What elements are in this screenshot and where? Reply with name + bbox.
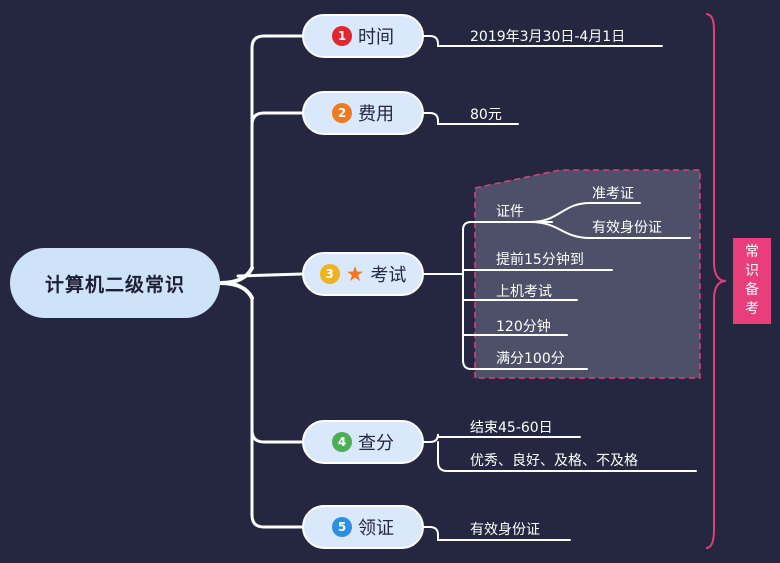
number-badge: 1 [332, 26, 352, 46]
leaf-certificate[interactable]: 证件 [496, 204, 524, 220]
number-badge: 3 [319, 264, 340, 284]
topic-exam[interactable]: 3 ★ 考试 [302, 252, 424, 296]
number-badge: 2 [332, 103, 352, 123]
leaf-score-end[interactable]: 结束45-60日 [470, 420, 553, 436]
leaf-grades[interactable]: 优秀、良好、及格、不及格 [470, 453, 638, 469]
summary-bracket [705, 13, 727, 549]
topic-label: 查分 [358, 433, 394, 454]
summary-char: 常 [745, 244, 759, 260]
topic-label: 考试 [370, 265, 407, 286]
summary-char: 备 [745, 282, 759, 298]
topic-license[interactable]: 5 领证 [302, 505, 424, 549]
leaf-arrive-early[interactable]: 提前15分钟到 [496, 252, 584, 268]
topic-label: 费用 [358, 104, 394, 125]
topic-score[interactable]: 4 查分 [302, 420, 424, 464]
leaf-duration[interactable]: 120分钟 [496, 319, 551, 335]
summary-tag[interactable]: 常 识 备 考 [733, 238, 771, 324]
number-badge: 5 [332, 517, 352, 537]
summary-char: 考 [745, 301, 759, 317]
leaf-license[interactable]: 有效身份证 [470, 522, 540, 538]
summary-char: 识 [745, 263, 759, 279]
leaf-valid-id[interactable]: 有效身份证 [592, 220, 662, 236]
leaf-admission-ticket[interactable]: 准考证 [592, 186, 634, 202]
star-icon: ★ [345, 262, 365, 286]
leaf-fee[interactable]: 80元 [470, 107, 502, 123]
number-badge: 4 [332, 432, 352, 452]
topic-time[interactable]: 1 时间 [302, 14, 424, 58]
topic-label: 时间 [358, 27, 394, 48]
root-node[interactable]: 计算机二级常识 [10, 248, 220, 318]
leaf-full-score[interactable]: 满分100分 [496, 351, 565, 367]
leaf-time[interactable]: 2019年3月30日-4月1日 [470, 29, 626, 45]
topic-fee[interactable]: 2 费用 [302, 91, 424, 135]
topic-label: 领证 [358, 518, 394, 539]
leaf-computer-exam[interactable]: 上机考试 [496, 284, 552, 300]
